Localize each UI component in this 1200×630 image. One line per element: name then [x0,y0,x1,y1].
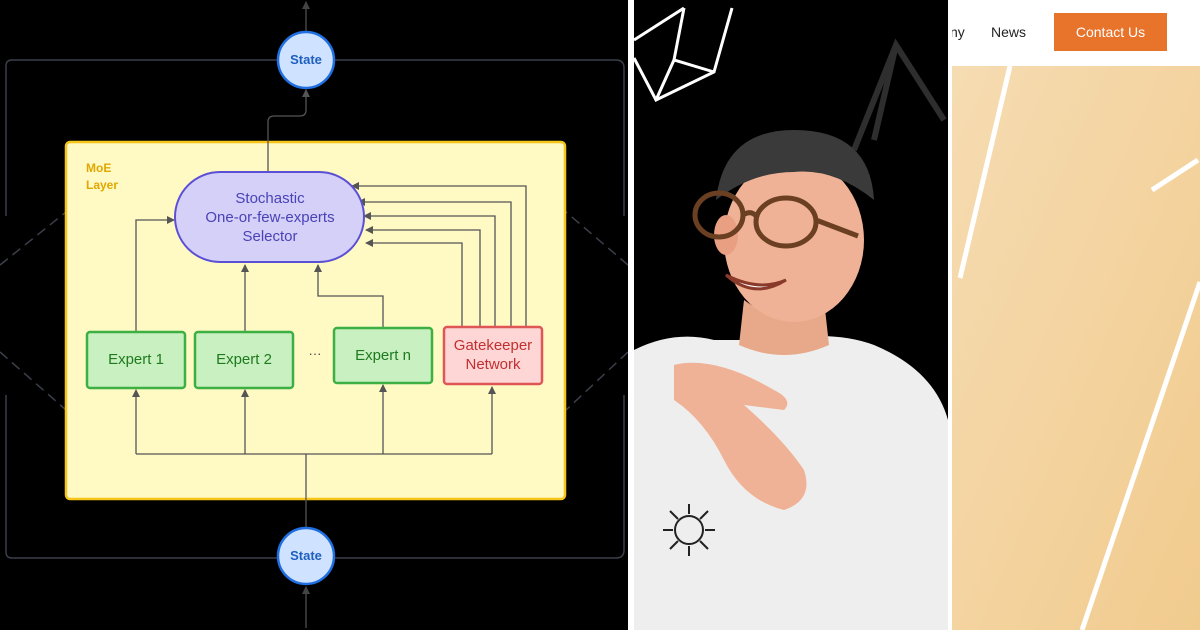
beanie [716,130,874,200]
state-node-bottom: State [276,526,336,586]
selector-line3: Selector [242,228,297,245]
person-photo [634,6,948,630]
expert-n-node: Expert n [332,326,434,385]
expert-1-node: Expert 1 [85,330,187,390]
ellipsis-label: ··· [309,346,322,361]
face [724,158,864,322]
smile [725,273,787,291]
expert-n-label: Expert n [355,347,411,364]
moe-label-line1: MoE [86,161,111,175]
outer-frame-lines [0,59,628,559]
expert-1-label: Expert 1 [108,351,164,368]
sun-logo [663,504,715,556]
person-photo-panel [634,0,948,630]
geometric-lines-decor [634,6,734,102]
selector-line1: Stochastic [235,190,305,207]
gatekeeper-line2: Network [465,356,521,373]
moe-diagram-panel: MoE Layer State [0,0,628,630]
glasses [692,190,859,249]
moe-diagram: MoE Layer State [0,1,628,628]
state-node-top: State [276,30,336,90]
site-navbar: ny News Contact Us [952,0,1200,66]
moe-label-line2: Layer [86,178,118,192]
nav-item-partial[interactable]: ny [952,24,965,40]
geometric-lines-faint [851,38,947,152]
gatekeeper-line1: Gatekeeper [454,337,532,354]
selector-line2: One-or-few-experts [205,209,334,226]
selector-node: Stochastic One-or-few-experts Selector [174,171,365,263]
nav-item-news[interactable]: News [991,24,1027,40]
connectors [132,89,527,528]
expert-2-node: Expert 2 [193,330,295,390]
website-background [952,65,1200,630]
state-top-label: State [290,52,322,67]
diagonal-stripes-decor [957,65,1200,630]
expert-2-label: Expert 2 [216,351,272,368]
state-bottom-label: State [290,548,322,563]
pointing-hand [674,362,807,510]
website-panel: ny News Contact Us [952,0,1200,630]
gatekeeper-node: Gatekeeper Network [442,325,544,386]
contact-us-button[interactable]: Contact Us [1054,13,1167,51]
